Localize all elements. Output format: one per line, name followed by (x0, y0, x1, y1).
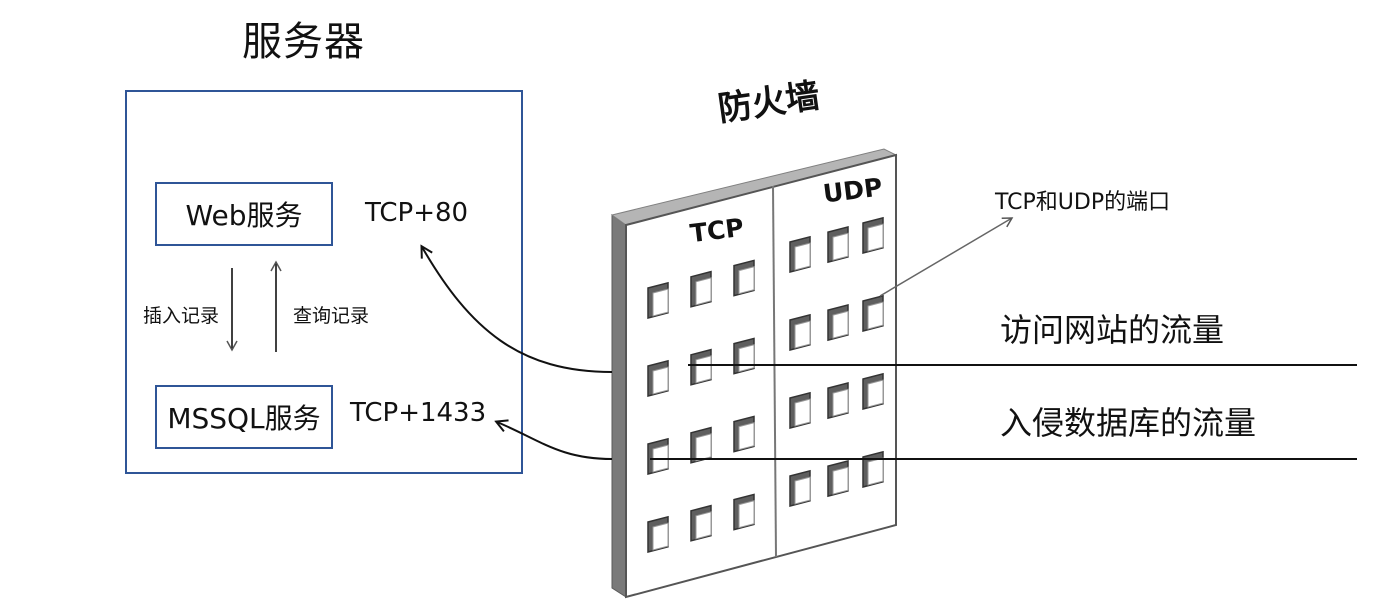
tcp-port-icon (647, 437, 669, 475)
udp-port-icon (827, 225, 849, 264)
udp-port-icon (862, 372, 884, 410)
web-service-box: Web服务 (155, 182, 333, 246)
ports-pointer-arrow (879, 217, 1014, 297)
udp-column-label: UDP (821, 172, 884, 209)
tcp-column-label: TCP (688, 212, 746, 249)
tcp-port-icon (647, 515, 669, 553)
tcp-port-icon (733, 493, 755, 531)
sql-port-label: TCP+1433 (350, 398, 487, 428)
server-box (125, 90, 523, 474)
tcp-port-icon (690, 426, 712, 464)
tcp-port-icon (647, 281, 669, 319)
tcp-port-icon (733, 259, 755, 297)
udp-port-icon (789, 469, 811, 507)
tcp-port-icon (733, 337, 755, 375)
db-traffic-arrow (497, 422, 613, 460)
tcp-port-icon (690, 270, 712, 308)
udp-port-icon (789, 235, 811, 273)
ports-label: TCP和UDP的端口 (995, 190, 1171, 215)
udp-port-icon (827, 303, 849, 342)
tcp-port-icon (690, 348, 712, 386)
server-title: 服务器 (242, 19, 365, 65)
mssql-service-label: MSSQL服务 (167, 402, 321, 435)
tcp-port-icon (733, 415, 755, 453)
web-traffic-arrow (422, 247, 613, 373)
udp-port-icon (862, 294, 884, 332)
firewall-port-grid (647, 216, 884, 553)
query-record-label: 查询记录 (293, 305, 370, 327)
udp-port-icon (862, 216, 884, 254)
db-intrusion-traffic-label: 入侵数据库的流量 (1000, 404, 1257, 442)
insert-record-label: 插入记录 (143, 305, 220, 327)
web-port-label: TCP+80 (365, 198, 469, 228)
web-traffic-label: 访问网站的流量 (1000, 311, 1225, 349)
udp-port-icon (789, 313, 811, 351)
udp-port-icon (827, 459, 849, 498)
udp-port-icon (789, 391, 811, 429)
tcp-port-icon (647, 359, 669, 397)
udp-port-icon (862, 450, 884, 488)
mssql-service-box: MSSQL服务 (155, 385, 333, 449)
tcp-port-icon (690, 504, 712, 542)
web-service-label: Web服务 (185, 199, 303, 232)
udp-port-icon (827, 381, 849, 420)
